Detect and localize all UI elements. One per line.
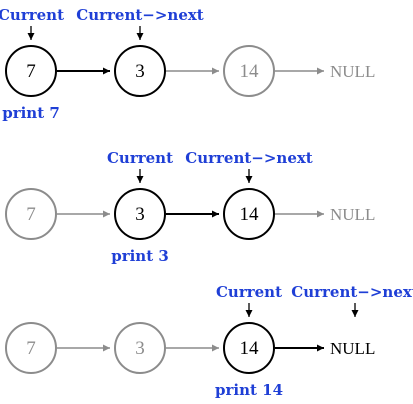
print-label: print 14 (215, 381, 283, 399)
print-label: print 3 (111, 247, 169, 265)
node-3-value: 3 (135, 204, 145, 225)
step-1: Current Current−>next 7 3 14 NULL print … (0, 6, 375, 122)
node-3-circle (114, 188, 166, 240)
current-next-label: Current−>next (185, 149, 313, 167)
node-7-value: 7 (26, 338, 36, 359)
null-label: NULL (330, 62, 375, 81)
null-label: NULL (330, 339, 375, 358)
node-7-circle (5, 45, 57, 97)
step-2: Current Current−>next 7 3 14 NULL print … (5, 149, 375, 265)
current-label: Current (216, 283, 282, 301)
node-7-circle (5, 322, 57, 374)
current-label: Current (0, 6, 64, 24)
node-7-value: 7 (26, 61, 36, 82)
print-label: print 7 (2, 104, 60, 122)
current-next-label: Current−>next (76, 6, 204, 24)
current-next-label: Current−>next (291, 283, 413, 301)
node-7-circle (5, 188, 57, 240)
node-3-circle (114, 45, 166, 97)
node-14-circle (223, 188, 275, 240)
node-7-value: 7 (26, 204, 36, 225)
node-14-value: 14 (240, 338, 260, 359)
node-14-circle (223, 322, 275, 374)
node-3-value: 3 (135, 338, 145, 359)
current-label: Current (107, 149, 173, 167)
node-14-value: 14 (240, 61, 260, 82)
null-label: NULL (330, 205, 375, 224)
node-14-circle (223, 45, 275, 97)
node-3-value: 3 (135, 61, 145, 82)
node-3-circle (114, 322, 166, 374)
node-14-value: 14 (240, 204, 260, 225)
step-3: Current Current−>next 7 3 14 NULL print … (5, 283, 413, 399)
